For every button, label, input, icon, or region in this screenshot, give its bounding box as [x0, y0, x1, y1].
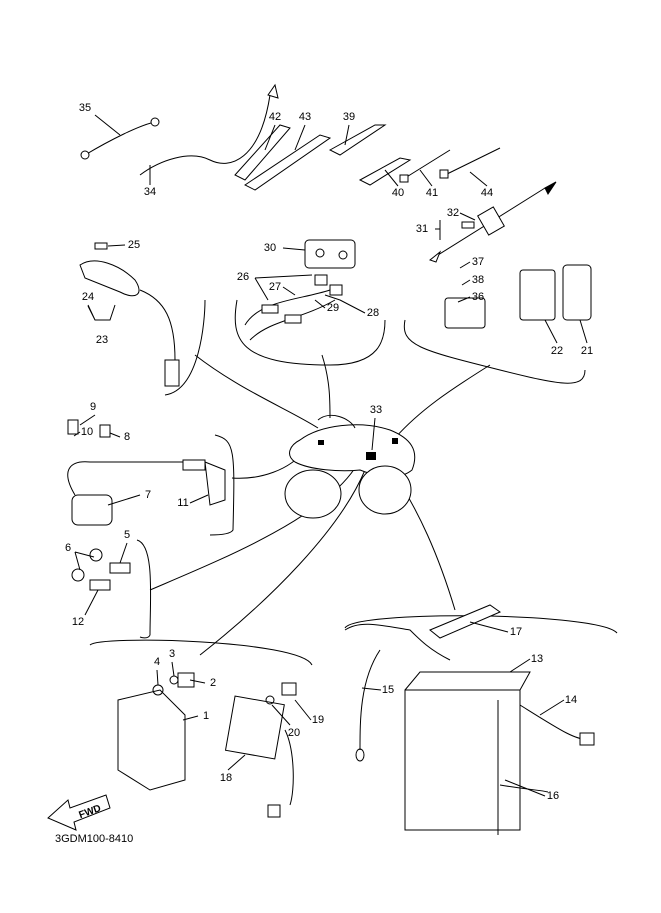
callout-8: 8 — [124, 431, 130, 443]
group-brackets — [89, 299, 618, 666]
callout-26: 26 — [237, 271, 249, 283]
callout-32: 32 — [447, 207, 459, 219]
callout-1: 1 — [203, 710, 209, 722]
callout-30: 30 — [264, 242, 276, 254]
battery-parts — [344, 604, 595, 835]
callout-42: 42 — [269, 111, 281, 123]
callout-34: 34 — [144, 186, 156, 198]
callout-25: 25 — [128, 239, 140, 251]
callout-39: 39 — [343, 111, 355, 123]
callout-5: 5 — [124, 529, 130, 541]
callout-36: 36 — [472, 291, 484, 303]
callout-27: 27 — [269, 281, 281, 293]
callout-37: 37 — [472, 256, 484, 268]
callout-leaders — [73, 114, 588, 797]
callout-3: 3 — [169, 648, 175, 660]
fwd-arrow-icon: FWD — [47, 794, 111, 831]
callout-24: 24 — [82, 291, 94, 303]
ignition-coil-parts — [67, 419, 226, 591]
callout-labels: 35 34 42 43 39 40 41 44 32 31 25 30 24 2… — [65, 102, 593, 802]
callout-29: 29 — [327, 302, 339, 314]
callout-43: 43 — [299, 111, 311, 123]
callout-22: 22 — [551, 345, 563, 357]
callout-44: 44 — [481, 187, 493, 199]
callout-21: 21 — [581, 345, 593, 357]
switch-assembly — [79, 239, 592, 387]
callout-12: 12 — [72, 616, 84, 628]
callout-41: 41 — [426, 187, 438, 199]
callout-16: 16 — [547, 790, 559, 802]
callout-2: 2 — [210, 677, 216, 689]
callout-14: 14 — [565, 694, 577, 706]
atv-silhouette — [284, 415, 416, 519]
wire-harness-parts — [80, 83, 557, 263]
callout-18: 18 — [220, 772, 232, 784]
callout-11: 11 — [177, 497, 188, 509]
callout-40: 40 — [392, 187, 404, 199]
diagram-code: 3GDM100-8410 — [55, 833, 133, 845]
callout-13: 13 — [531, 653, 543, 665]
callout-28: 28 — [367, 307, 379, 319]
cdi-rectifier-parts — [117, 672, 297, 818]
callout-15: 15 — [382, 684, 394, 696]
callout-6: 6 — [65, 542, 71, 554]
callout-33: 33 — [370, 404, 382, 416]
callout-38: 38 — [472, 274, 484, 286]
callout-31: 31 — [416, 223, 428, 235]
callout-9: 9 — [90, 401, 96, 413]
callout-4: 4 — [154, 656, 160, 668]
callout-17: 17 — [510, 626, 522, 638]
callout-10: 10 — [81, 426, 93, 438]
callout-7: 7 — [145, 489, 151, 501]
callout-20: 20 — [288, 727, 300, 739]
callout-35: 35 — [79, 102, 91, 114]
callout-19: 19 — [312, 714, 324, 726]
callout-23: 23 — [96, 334, 108, 346]
